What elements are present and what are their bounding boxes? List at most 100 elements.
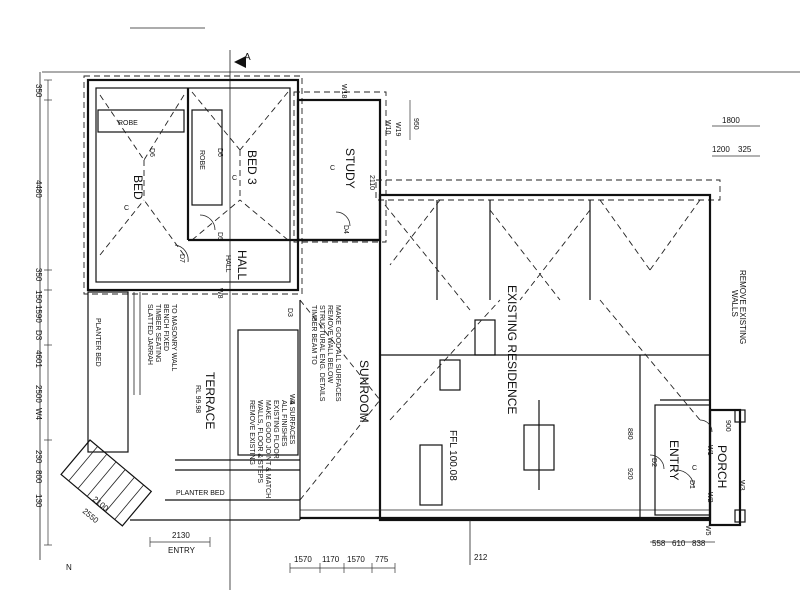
roof-hip-line bbox=[649, 199, 701, 271]
section-arrow-icon bbox=[234, 56, 246, 68]
door-d5-swing bbox=[199, 214, 216, 231]
roof-hip-line bbox=[239, 199, 289, 241]
robe-2-label: ROBE bbox=[198, 150, 205, 170]
remove-note-line: ALL FINISHES bbox=[280, 400, 287, 447]
door-tag: D2 bbox=[650, 458, 657, 467]
window-tag: W2 bbox=[706, 492, 713, 503]
margin-mark: 212 bbox=[474, 553, 488, 562]
roof-hip-line bbox=[519, 209, 591, 301]
section-mark: A bbox=[244, 52, 251, 63]
door-tag: D6 bbox=[148, 148, 155, 157]
door-tag: D4 bbox=[342, 225, 349, 234]
hall-label-main: HALL bbox=[235, 250, 249, 280]
roof-hip-line bbox=[299, 399, 381, 501]
dim-stair-label-2: 2550 bbox=[81, 507, 101, 526]
porch-post bbox=[734, 509, 746, 523]
remove-note: REMOVE EXISTING WALLS, FLOOR & STEPS MAK… bbox=[248, 400, 295, 498]
bed-1-code: C bbox=[124, 205, 129, 212]
terrace-label: TERRACE bbox=[203, 372, 217, 429]
dim-label: 2130 bbox=[172, 531, 190, 540]
dim-label: 350 bbox=[34, 268, 43, 282]
margin-mark: N bbox=[66, 563, 72, 572]
remove-walls-note: REMOVE EXISTING WALLS bbox=[730, 270, 747, 344]
dim-label: 325 bbox=[738, 145, 752, 154]
entry-walls bbox=[654, 404, 711, 516]
dim-label: 900 bbox=[724, 420, 731, 432]
door-d2-swing bbox=[649, 454, 665, 470]
dim-label: 4601 bbox=[34, 350, 43, 368]
terrace-note-line: TO MASONRY WALL bbox=[170, 304, 177, 372]
dim-stair-label: 2100 bbox=[91, 495, 111, 514]
roof-hip-line bbox=[489, 209, 561, 301]
dim-label: 1590 bbox=[34, 305, 43, 323]
roof-hip-line bbox=[99, 94, 145, 161]
porch-label: PORCH bbox=[715, 445, 729, 488]
steps-block bbox=[237, 329, 299, 456]
remove-walls-line: REMOVE EXISTING bbox=[738, 270, 747, 344]
dimension-chain-left bbox=[44, 79, 52, 546]
roof-hip-line bbox=[239, 91, 289, 151]
remove-note-line: & SURFACES bbox=[288, 400, 295, 445]
door-tag: D7 bbox=[178, 254, 185, 263]
door-swing bbox=[699, 419, 713, 433]
robe-1-label: ROBE bbox=[118, 120, 138, 127]
dim-label: 2110 bbox=[368, 175, 375, 190]
remove-note-line: WALLS, FLOOR & STEPS bbox=[256, 400, 263, 483]
internal-nib bbox=[439, 359, 461, 391]
residence-walls bbox=[378, 193, 712, 522]
terrace-note-line: BENCH FIXED bbox=[162, 304, 169, 351]
roof-hip-line bbox=[191, 91, 241, 151]
porch-post bbox=[734, 409, 746, 423]
study-code: C bbox=[330, 165, 335, 172]
window-tag: W10 bbox=[384, 120, 391, 135]
terrace-rl: RL 99.98 bbox=[194, 385, 201, 413]
terrace-note-line: TIMBER SEATING bbox=[154, 304, 161, 363]
planter-bed-top-label: PLANTER BED bbox=[94, 318, 101, 367]
window-tags: W18 W19 W10 W8 W4 W2 W3 W1 W5 bbox=[216, 84, 745, 536]
dimension-top-small: 950 2110 bbox=[368, 100, 419, 190]
entry-bottom-label: ENTRY bbox=[168, 546, 196, 555]
door-tag: D1 bbox=[688, 480, 695, 489]
bed-3-label: BED 3 bbox=[245, 150, 259, 185]
remove-note-line: MAKE GOOD JOINT & MATCH bbox=[264, 400, 271, 498]
dim-label: 230 bbox=[34, 450, 43, 464]
terrace-note: SLATTED JARRAH TIMBER SEATING BENCH FIXE… bbox=[146, 304, 177, 372]
dim-label: 950 bbox=[412, 118, 419, 130]
dimension-labels-left: 350 4480 350 150 1590 D3 4601 2500 W4 23… bbox=[34, 84, 43, 508]
hall-label: HALL bbox=[224, 255, 231, 273]
door-tag: D5 bbox=[216, 232, 223, 241]
bedroom-wing-outer bbox=[86, 78, 300, 292]
beam-note-line: STRUCTURAL ENG. DETAILS bbox=[318, 305, 325, 402]
remove-note-line: REMOVE EXISTING bbox=[248, 400, 255, 465]
bed-1-label: BED bbox=[131, 175, 145, 200]
entry-code: C bbox=[692, 465, 697, 472]
roof-hip-line bbox=[143, 94, 185, 161]
robe-1 bbox=[97, 109, 185, 133]
dimension-right: 880 920 900 bbox=[626, 420, 731, 480]
robe-2 bbox=[191, 109, 223, 206]
existing-residence-label: EXISTING RESIDENCE bbox=[505, 285, 519, 414]
ffl-label: FFL 100.08 bbox=[447, 430, 458, 481]
bedroom-wing bbox=[83, 75, 351, 295]
study-walls bbox=[296, 98, 382, 242]
roof-hip-line bbox=[99, 199, 145, 256]
dimension-chain-bottom bbox=[149, 520, 715, 573]
dim-label: 558 bbox=[652, 539, 666, 548]
terrace-note-line: SLATTED JARRAH bbox=[146, 304, 153, 365]
beam-note-line: REMOVE WALL BELOW bbox=[326, 305, 333, 383]
dim-label: 1200 bbox=[712, 145, 730, 154]
internal-nib bbox=[474, 319, 496, 356]
terrace-area bbox=[60, 291, 300, 527]
door-d7-swing bbox=[174, 244, 189, 263]
dim-label: 838 bbox=[692, 539, 706, 548]
window-tag: W18 bbox=[340, 84, 347, 99]
existing-residence-block bbox=[299, 179, 721, 522]
sunroom-label: SUNROOM bbox=[357, 360, 371, 423]
study-room bbox=[293, 91, 387, 243]
beam-note: TIMBER BEAM TO STRUCTURAL ENG. DETAILS R… bbox=[310, 305, 341, 402]
door-tags: D6 D6 D5 D4 D7 D3 D2 D1 bbox=[148, 148, 695, 489]
dimension-top-right: 1800 1200 325 bbox=[712, 116, 760, 157]
door-tag: D3 bbox=[286, 308, 293, 317]
window-tag: W4 bbox=[288, 394, 295, 405]
bedroom-wing-roof-outline bbox=[83, 75, 303, 295]
